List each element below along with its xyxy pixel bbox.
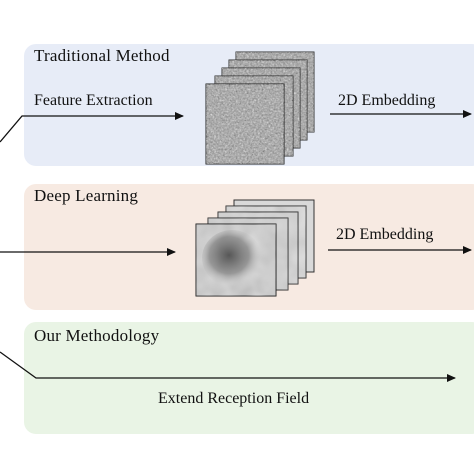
deep-learning-title: Deep Learning — [34, 186, 139, 205]
our-methodology-title: Our Methodology — [34, 326, 160, 345]
feature-extraction-label: Feature Extraction — [34, 92, 153, 109]
traditional-feature-stack — [205, 51, 315, 165]
deep-2d-embedding-label: 2D Embedding — [336, 226, 434, 243]
deep-feature-stack — [195, 199, 315, 297]
traditional-method-title: Traditional Method — [34, 46, 170, 65]
ours-arrow — [0, 351, 456, 382]
traditional-2d-embedding-label: 2D Embedding — [338, 92, 436, 109]
traditional-input-arrow — [0, 112, 184, 143]
extend-reception-field-label: Extend Reception Field — [158, 390, 310, 407]
